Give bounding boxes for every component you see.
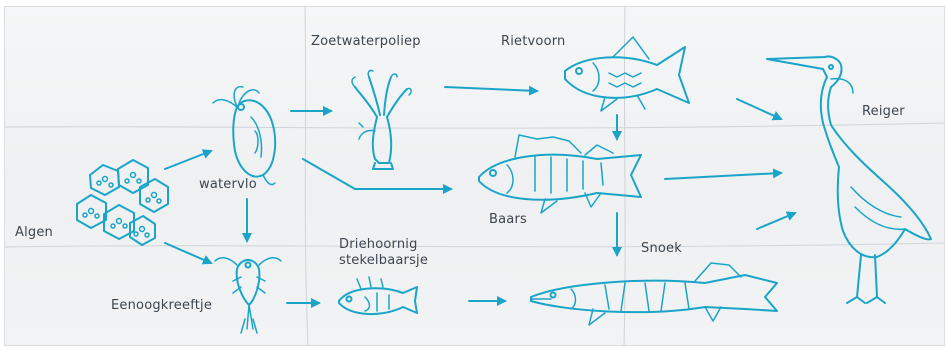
water-flea-icon: [213, 87, 275, 185]
label-baars: Baars: [489, 212, 527, 227]
label-rietvoorn: Rietvoorn: [501, 34, 566, 49]
copepod-icon: [215, 258, 281, 333]
heron-icon: [767, 56, 931, 303]
label-reiger: Reiger: [862, 104, 905, 119]
paper-background: Algen watervlo Eenoogkreeftje Zoetwaterp…: [4, 6, 945, 346]
label-algen: Algen: [15, 225, 53, 240]
perch-icon: [479, 135, 641, 213]
label-zoetwaterpoliep: Zoetwaterpoliep: [311, 34, 421, 49]
pike-icon: [531, 263, 777, 325]
food-web-drawing: [5, 7, 944, 345]
label-snoek: Snoek: [641, 241, 682, 256]
stickleback-icon: [339, 277, 417, 314]
rudd-icon: [565, 37, 689, 111]
label-watervlo: watervlo: [199, 177, 257, 192]
label-driehoornig: Driehoornig: [339, 237, 418, 252]
label-eenoogkreeftje: Eenoogkreeftje: [111, 298, 212, 313]
algae-cluster-icon: [77, 160, 168, 245]
label-stekelbaarsje: stekelbaarsje: [339, 253, 428, 268]
hydra-icon: [352, 70, 411, 169]
